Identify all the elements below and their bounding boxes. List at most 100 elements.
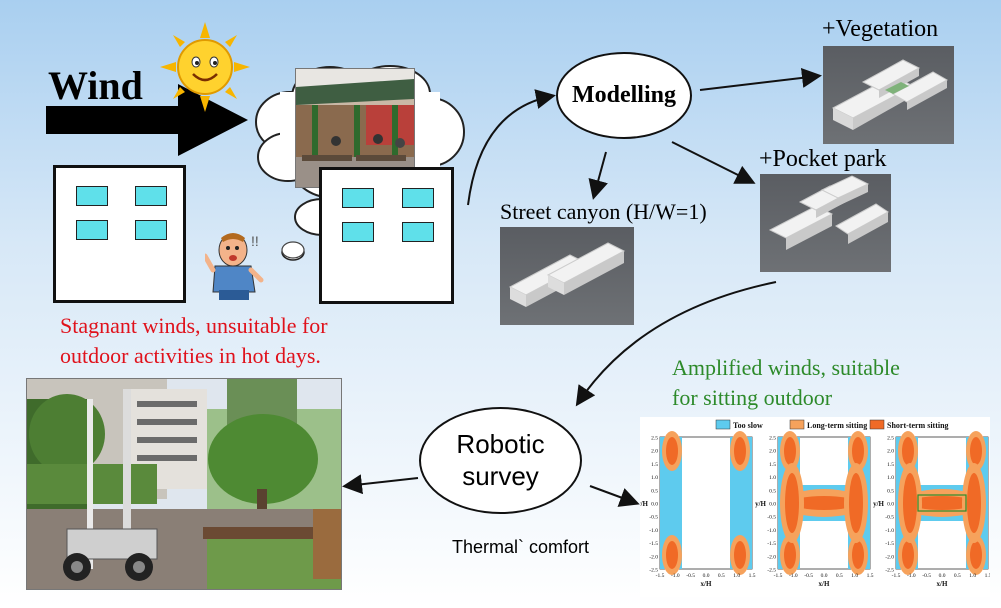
legend-swatch-long-term bbox=[789, 419, 805, 430]
short-term-region bbox=[849, 473, 863, 533]
y-tick-label: -2.0 bbox=[885, 554, 894, 560]
window bbox=[342, 222, 374, 242]
window bbox=[135, 186, 167, 206]
y-tick-label: 2.0 bbox=[887, 449, 894, 455]
vegetation-outline bbox=[917, 494, 967, 512]
y-axis-label: y/H bbox=[873, 500, 884, 508]
y-tick-label: -1.0 bbox=[885, 528, 894, 534]
x-tick-label: -1.0 bbox=[789, 573, 798, 579]
street-canyon-render bbox=[500, 227, 634, 325]
vegetation-render bbox=[823, 46, 954, 144]
short-term-region bbox=[852, 541, 864, 569]
short-term-region bbox=[792, 496, 856, 510]
window bbox=[402, 188, 434, 208]
y-tick-label: 1.0 bbox=[651, 475, 658, 481]
y-tick-label: 0.5 bbox=[887, 488, 894, 494]
y-tick-label: 2.0 bbox=[651, 449, 658, 455]
short-term-region bbox=[784, 437, 796, 465]
window bbox=[342, 188, 374, 208]
x-axis-label: x/H bbox=[937, 580, 948, 588]
short-term-region bbox=[784, 541, 796, 569]
y-tick-label: -0.5 bbox=[885, 515, 894, 521]
small-thought-bubble bbox=[281, 241, 305, 259]
y-tick-label: -2.0 bbox=[767, 554, 776, 560]
x-tick-label: 1.0 bbox=[733, 573, 740, 579]
amplified-text-line1: Amplified winds, suitable bbox=[672, 355, 900, 380]
y-tick-label: 2.0 bbox=[769, 449, 776, 455]
short-term-region bbox=[902, 437, 914, 465]
thermal-comfort-label: Thermal` comfort bbox=[452, 537, 590, 557]
y-tick-label: 0.5 bbox=[651, 488, 658, 494]
y-tick-label: 2.5 bbox=[769, 436, 776, 442]
wind-label: Wind bbox=[48, 63, 143, 108]
y-tick-label: -1.5 bbox=[767, 541, 776, 547]
y-tick-label: 1.5 bbox=[769, 462, 776, 468]
x-tick-label: -1.5 bbox=[656, 573, 665, 579]
legend-long-term: Long-term sitting bbox=[807, 421, 867, 430]
x-tick-label: 1.0 bbox=[969, 573, 976, 579]
window bbox=[402, 222, 434, 242]
y-tick-label: -2.5 bbox=[649, 568, 658, 574]
y-tick-label: 0.5 bbox=[769, 488, 776, 494]
x-tick-label: 0.0 bbox=[821, 573, 828, 579]
y-tick-label: 1.0 bbox=[769, 475, 776, 481]
street-canyon-label: Street canyon (H/W=1) bbox=[500, 199, 707, 224]
short-term-region bbox=[903, 473, 917, 533]
y-tick-label: 1.5 bbox=[887, 462, 894, 468]
svg-text:!!: !! bbox=[251, 233, 259, 249]
short-term-region bbox=[967, 473, 981, 533]
short-term-region bbox=[666, 437, 678, 465]
short-term-region bbox=[970, 541, 982, 569]
x-tick-label: -1.5 bbox=[774, 573, 783, 579]
y-tick-label: -1.5 bbox=[649, 541, 658, 547]
window bbox=[76, 186, 108, 206]
x-tick-label: -0.5 bbox=[804, 573, 813, 579]
robotic-label-line2: survey bbox=[462, 460, 539, 491]
too-slow-region bbox=[660, 437, 682, 569]
legend-swatch-too-slow bbox=[715, 419, 731, 430]
x-tick-label: 0.0 bbox=[939, 573, 946, 579]
x-axis-label: x/H bbox=[819, 580, 830, 588]
y-tick-label: 0.0 bbox=[887, 502, 894, 508]
building-right bbox=[319, 167, 454, 304]
window bbox=[76, 220, 108, 240]
x-tick-label: 0.5 bbox=[954, 573, 961, 579]
y-tick-label: 0.0 bbox=[651, 502, 658, 508]
short-term-region bbox=[734, 437, 746, 465]
short-term-region bbox=[910, 496, 974, 510]
x-tick-label: 1.5 bbox=[749, 573, 756, 579]
stagnant-text-line1: Stagnant winds, unsuitable for bbox=[60, 313, 328, 338]
x-tick-label: 1.0 bbox=[851, 573, 858, 579]
amplified-text-line2: for sitting outdoor bbox=[672, 385, 833, 410]
y-axis-label: y/H bbox=[755, 500, 766, 508]
x-tick-label: -0.5 bbox=[686, 573, 695, 579]
y-tick-label: -1.0 bbox=[649, 528, 658, 534]
stagnant-text-line2: outdoor activities in hot days. bbox=[60, 343, 321, 368]
y-tick-label: 2.5 bbox=[887, 436, 894, 442]
sun-icon bbox=[160, 22, 250, 112]
short-term-region bbox=[734, 541, 746, 569]
y-tick-label: -1.0 bbox=[767, 528, 776, 534]
robot-survey-photo bbox=[26, 378, 342, 590]
y-tick-label: 0.0 bbox=[769, 502, 776, 508]
x-tick-label: 0.5 bbox=[836, 573, 843, 579]
y-tick-label: -2.5 bbox=[885, 568, 894, 574]
too-slow-region bbox=[730, 437, 752, 569]
window bbox=[135, 220, 167, 240]
robotic-survey-node: Robotic survey bbox=[419, 407, 582, 514]
short-term-region bbox=[666, 541, 678, 569]
y-axis-label: y/H bbox=[640, 500, 649, 508]
vegetation-label: +Vegetation bbox=[822, 16, 939, 42]
y-tick-label: 1.0 bbox=[887, 475, 894, 481]
legend-too-slow: Too slow bbox=[733, 421, 763, 430]
y-tick-label: 2.5 bbox=[651, 436, 658, 442]
y-tick-label: -2.0 bbox=[649, 554, 658, 560]
short-term-region bbox=[902, 541, 914, 569]
x-tick-label: -1.0 bbox=[907, 573, 916, 579]
x-tick-label: 1.5 bbox=[985, 573, 990, 579]
short-term-region bbox=[852, 437, 864, 465]
y-tick-label: 1.5 bbox=[651, 462, 658, 468]
y-tick-label: -0.5 bbox=[767, 515, 776, 521]
